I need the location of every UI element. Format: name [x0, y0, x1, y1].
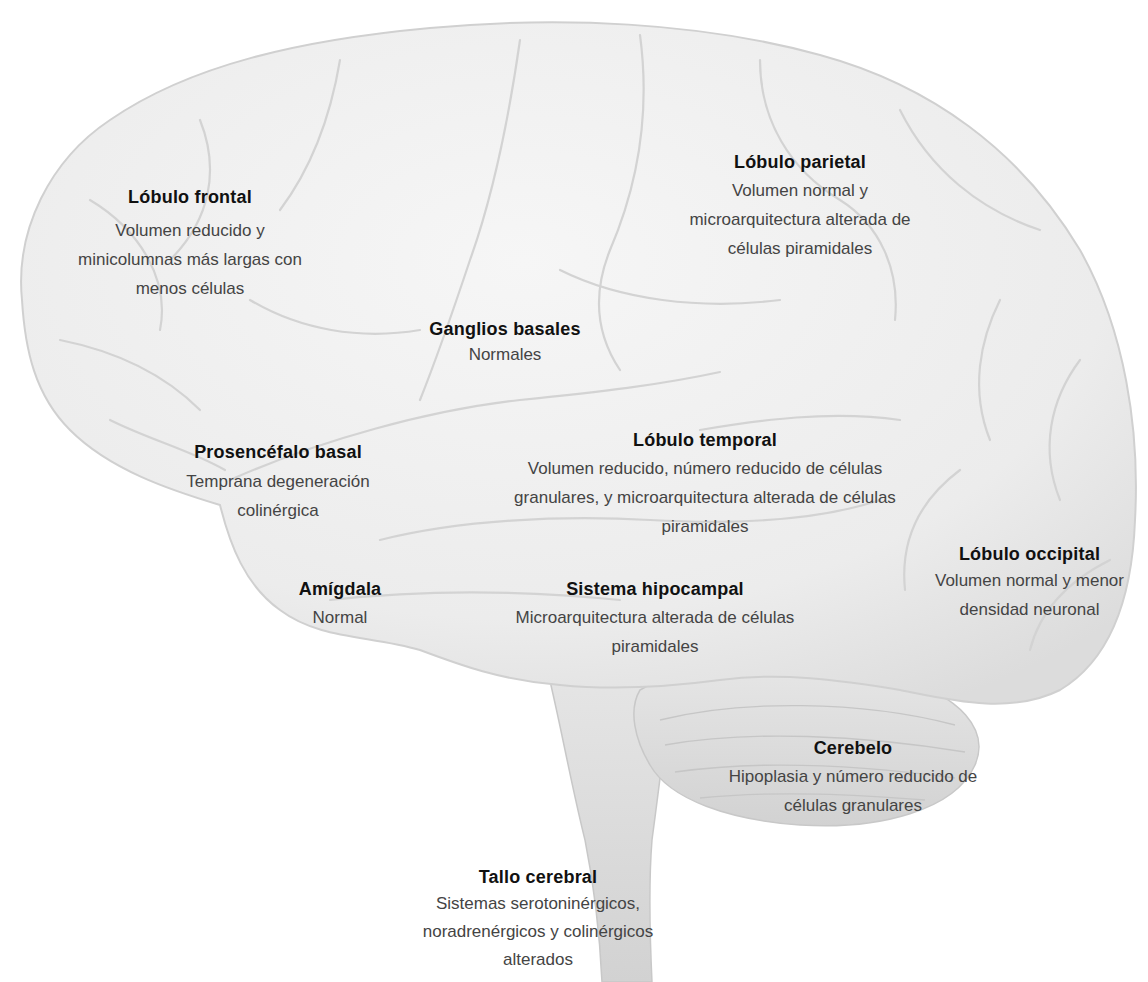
region-finding: Temprana degeneración colinérgica	[153, 467, 403, 525]
region-finding: Normales	[405, 340, 605, 369]
region-name: Tallo cerebral	[413, 865, 663, 889]
region-name: Cerebelo	[703, 736, 1003, 760]
region-finding: Volumen reducido y minicolumnas más larg…	[73, 216, 308, 303]
region-name: Sistema hipocampal	[505, 577, 805, 601]
region-finding: Microarquitectura alterada de células pi…	[505, 603, 805, 661]
region-name: Lóbulo occipital	[917, 542, 1142, 566]
region-name: Lóbulo parietal	[670, 150, 930, 174]
region-finding: Sistemas serotoninérgicos, noradrenérgic…	[413, 890, 663, 974]
region-finding: Normal	[270, 603, 410, 632]
region-finding: Hipoplasia y número reducido de células …	[703, 762, 1003, 820]
region-finding: Volumen normal y menor densidad neuronal	[917, 566, 1142, 624]
region-name: Amígdala	[270, 577, 410, 601]
region-finding: Volumen reducido, número reducido de cél…	[485, 454, 925, 541]
region-name: Prosencéfalo basal	[153, 440, 403, 464]
region-name: Lóbulo frontal	[73, 185, 308, 209]
region-name: Ganglios basales	[395, 317, 615, 341]
region-name: Lóbulo temporal	[485, 428, 925, 452]
region-finding: Volumen normal y microarquitectura alter…	[670, 176, 930, 263]
